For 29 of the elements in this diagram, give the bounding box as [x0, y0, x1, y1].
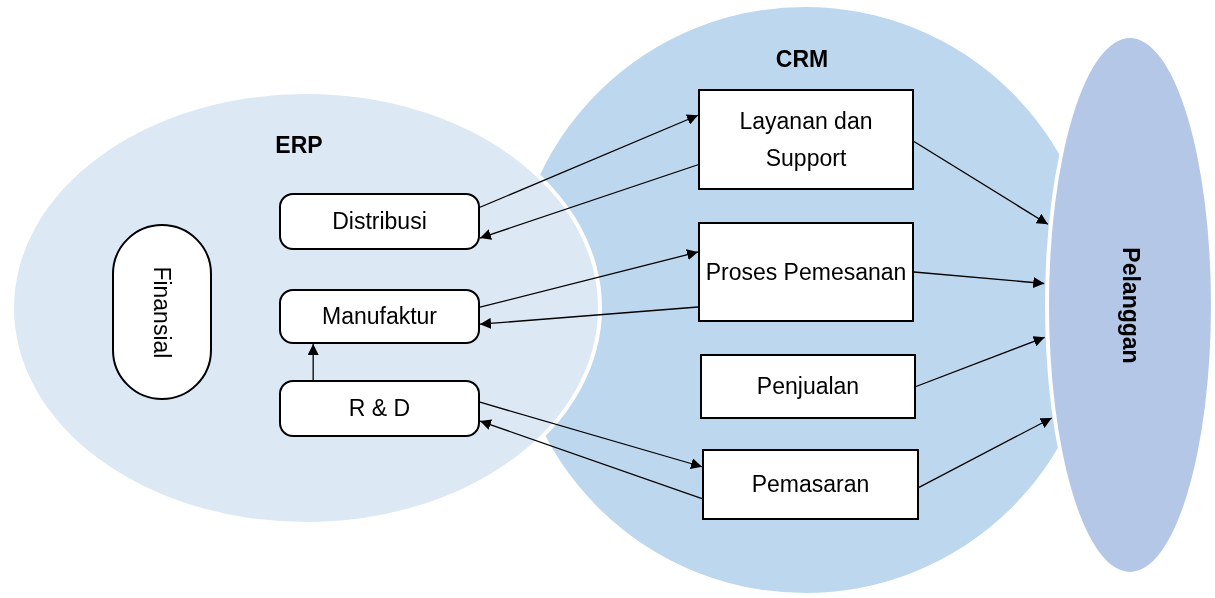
arrow — [479, 419, 703, 500]
module-box — [279, 289, 480, 344]
node-label: Penjualan — [756, 372, 860, 402]
module-box — [279, 193, 480, 250]
process-box — [698, 89, 914, 190]
node-label: R & D — [348, 394, 411, 424]
arrow — [913, 140, 1049, 225]
node-label: Manufaktur — [321, 302, 438, 332]
process-box — [698, 222, 914, 322]
process-box — [702, 449, 919, 520]
arrow — [915, 336, 1046, 388]
node-label: Finansial — [148, 265, 177, 358]
node-label: ERP — [275, 131, 323, 159]
arrow — [307, 343, 319, 381]
arrow — [479, 306, 699, 329]
node-label: Distribusi — [332, 207, 427, 237]
node-label: Layanan dan Support — [738, 106, 874, 173]
arrow — [479, 249, 699, 308]
arrow — [913, 271, 1045, 288]
process-box — [700, 354, 916, 419]
node-label: CRM — [775, 45, 829, 73]
arrow — [479, 114, 699, 208]
arrow — [479, 164, 699, 240]
module-box — [279, 380, 480, 437]
node-label: Proses Pemesanan — [705, 257, 907, 287]
node-label: Pemasaran — [751, 470, 870, 500]
node-label: Pelanggan — [1116, 246, 1144, 364]
arrow — [918, 417, 1053, 488]
arrow — [479, 401, 703, 469]
